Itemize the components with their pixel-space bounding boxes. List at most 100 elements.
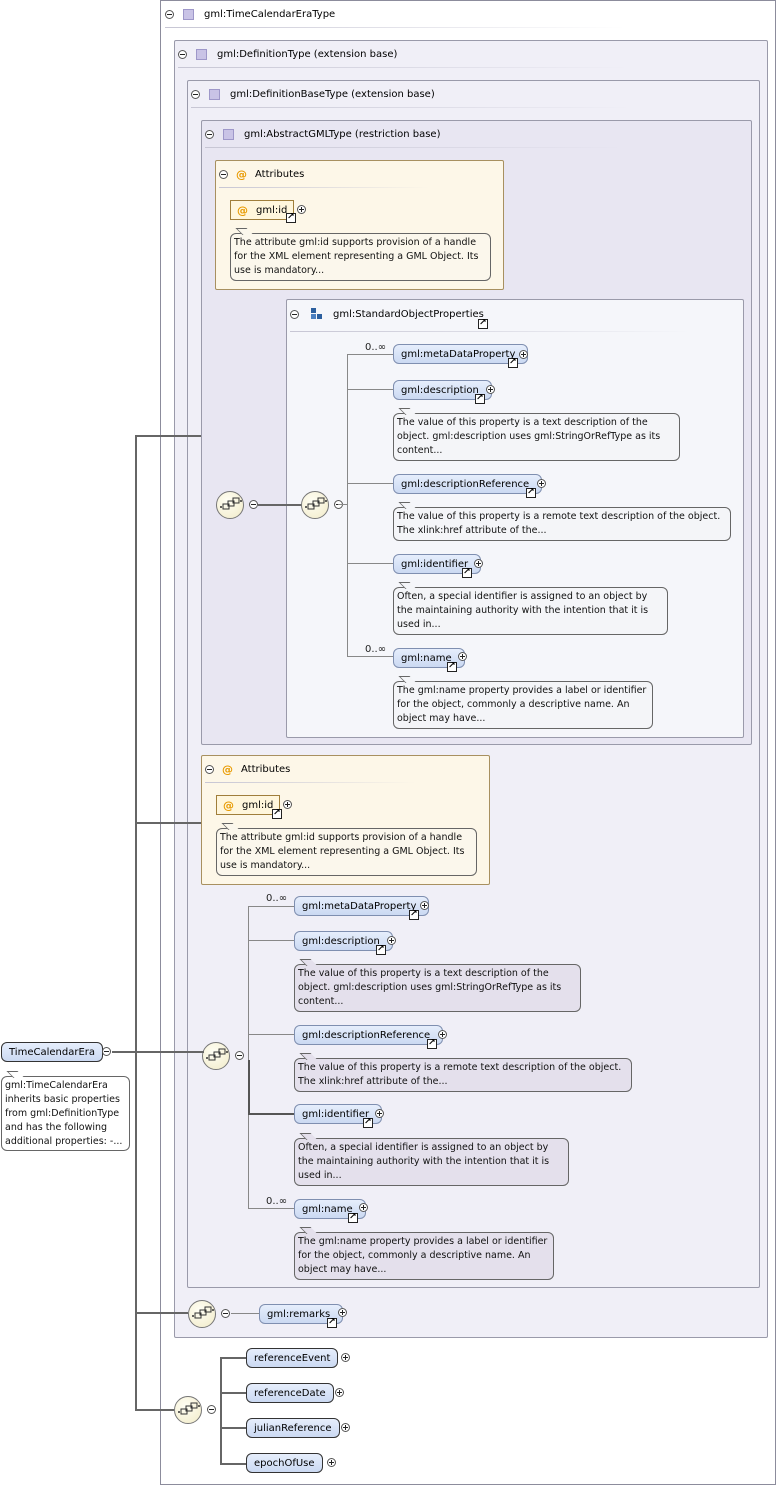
element-label: gml:name [302,1203,353,1215]
expand-icon[interactable] [458,652,467,661]
attribute-label: gml:id [242,799,274,811]
root-note: gml:TimeCalendarEra inherits basic prope… [1,1076,130,1151]
expand-icon[interactable] [341,1353,350,1362]
collapse-icon[interactable] [235,1051,244,1060]
reference-arrow-icon [409,908,419,920]
attribute-gml-id[interactable]: @ gml:id [216,795,280,815]
element-note: The gml:name property provides a label o… [294,1232,554,1280]
standard-object-properties-header: gml:StandardObjectProperties [290,305,484,323]
sequence-compositor-icon[interactable] [202,1042,230,1070]
reference-arrow-icon [508,356,518,368]
element-label: referenceDate [254,1387,326,1399]
complex-type-icon [183,8,194,20]
element-label: gml:descriptionReference [302,1029,431,1041]
sequence-compositor-icon[interactable] [301,491,329,519]
element-label: gml:identifier [401,558,469,570]
reference-arrow-icon [327,1316,337,1328]
attribute-icon: @ [236,167,247,181]
group-title: gml:StandardObjectProperties [333,308,484,320]
element-label: gml:description [302,935,380,947]
expand-icon[interactable] [375,1109,384,1118]
attribute-icon: @ [223,798,234,812]
complex-type-icon [209,88,220,100]
collapse-icon[interactable] [221,1309,230,1318]
reference-arrow-icon [447,660,457,672]
expand-icon[interactable] [387,936,396,945]
element-reference-date[interactable]: referenceDate [246,1383,334,1403]
element-description-reference[interactable]: gml:descriptionReference [393,474,543,494]
collapse-icon[interactable] [249,500,258,509]
expand-icon[interactable] [341,1423,350,1432]
element-label: gml:identifier [302,1108,370,1120]
element-epoch-of-use[interactable]: epochOfUse [246,1453,323,1473]
reference-arrow-icon [348,1211,358,1223]
type-title: gml:DefinitionBaseType (extension base) [230,88,435,100]
element-label: gml:metaDataProperty [302,900,417,912]
attributes-label: Attributes [241,763,291,775]
expand-icon[interactable] [359,1203,368,1212]
reference-arrow-icon [272,807,282,819]
expand-icon[interactable] [297,205,306,214]
element-label: gml:description [401,384,479,396]
group-icon [311,308,323,320]
root-element-time-calendar-era[interactable]: TimeCalendarEra [1,1042,103,1062]
sequence-compositor-icon[interactable] [188,1300,216,1328]
expand-icon[interactable] [474,559,483,568]
sequence-compositor-icon[interactable] [216,491,244,519]
attributes-header: @ Attributes [205,760,290,778]
collapse-icon[interactable] [178,49,187,59]
reference-arrow-icon [427,1037,437,1049]
attributes-header: @ Attributes [219,165,304,183]
attribute-note: The attribute gml:id supports provision … [216,828,477,876]
expand-icon[interactable] [537,479,546,488]
reference-arrow-icon [286,211,296,223]
attribute-label: gml:id [256,204,288,216]
element-julian-reference[interactable]: julianReference [246,1418,340,1438]
element-note: The gml:name property provides a label o… [393,681,653,729]
element-label: gml:remarks [267,1308,331,1320]
occurrence-label: 0..∞ [365,342,387,353]
element-label: gml:name [401,652,452,664]
time-calendar-era-type-header: gml:TimeCalendarEraType [165,5,335,23]
reference-arrow-icon [526,486,536,498]
expand-icon[interactable] [438,1030,447,1039]
collapse-icon[interactable] [207,1405,216,1414]
occurrence-label: 0..∞ [266,893,288,904]
element-note: Often, a special identifier is assigned … [393,587,668,635]
reference-arrow-icon [363,1116,373,1128]
reference-arrow-icon [376,943,386,955]
reference-arrow-icon [475,392,485,404]
complex-type-icon [196,48,207,60]
root-label: TimeCalendarEra [9,1046,95,1058]
element-description[interactable]: gml:description [294,931,393,951]
collapse-icon[interactable] [219,169,228,179]
collapse-icon[interactable] [165,9,174,19]
type-title: gml:DefinitionType (extension base) [217,48,398,60]
element-label: epochOfUse [254,1457,315,1469]
collapse-icon[interactable] [191,89,200,99]
reference-arrow-icon [478,317,488,329]
element-reference-event[interactable]: referenceEvent [246,1348,339,1368]
expand-icon[interactable] [420,901,429,910]
element-metadata-property[interactable]: gml:metaDataProperty [294,896,430,916]
element-description-reference[interactable]: gml:descriptionReference [294,1025,444,1045]
sequence-compositor-icon[interactable] [174,1396,202,1424]
collapse-icon[interactable] [205,764,214,774]
element-label: julianReference [254,1422,332,1434]
attribute-icon: @ [222,762,233,776]
type-title: gml:AbstractGMLType (restriction base) [244,128,441,140]
abstract-gml-type-header: gml:AbstractGMLType (restriction base) [205,125,440,143]
collapse-icon[interactable] [102,1047,111,1056]
occurrence-label: 0..∞ [365,644,387,655]
collapse-icon[interactable] [290,309,299,319]
expand-icon[interactable] [486,385,495,394]
attribute-gml-id[interactable]: @ gml:id [230,200,294,220]
expand-icon[interactable] [519,350,528,359]
expand-icon[interactable] [335,1388,344,1397]
expand-icon[interactable] [327,1458,336,1467]
element-note: The value of this property is a remote t… [393,507,731,541]
element-label: referenceEvent [254,1352,331,1364]
collapse-icon[interactable] [205,129,214,139]
expand-icon[interactable] [283,800,292,809]
expand-icon[interactable] [338,1308,347,1317]
